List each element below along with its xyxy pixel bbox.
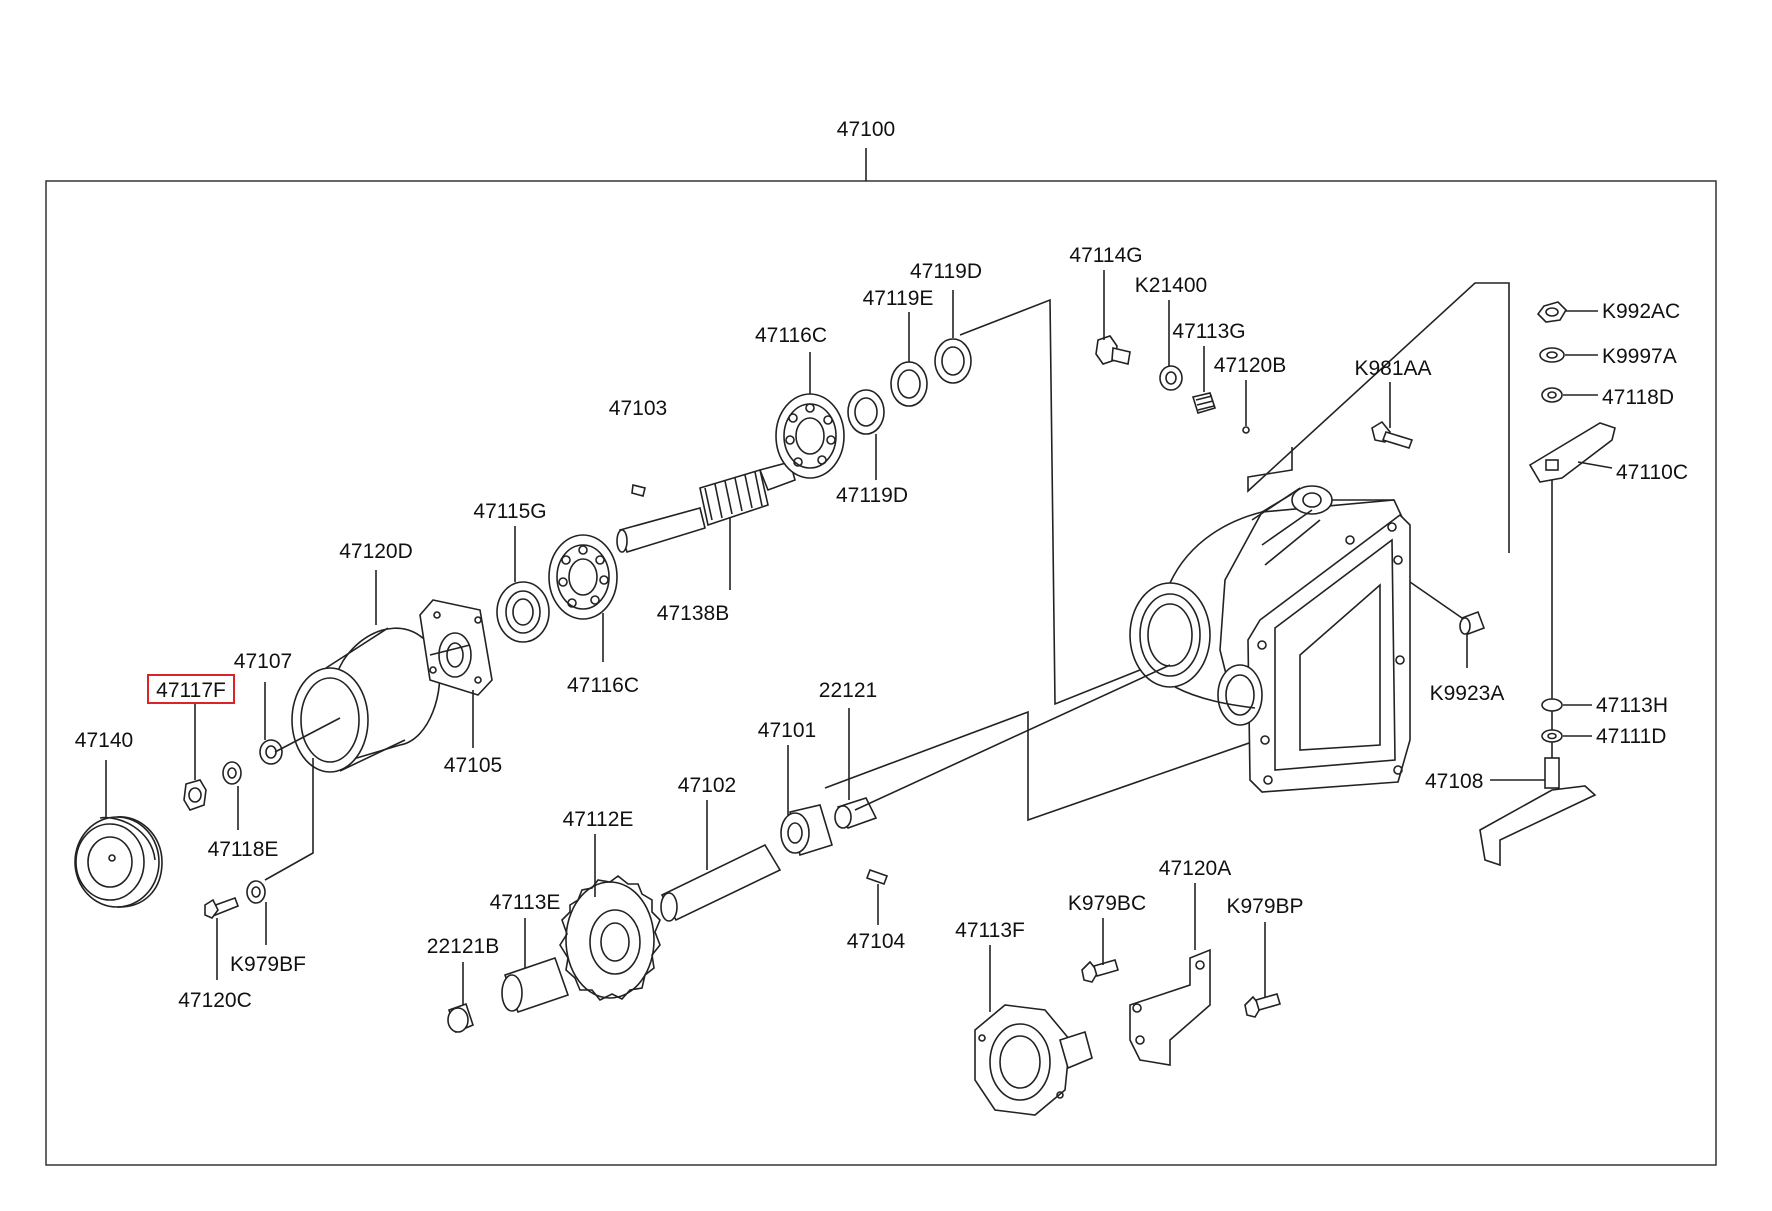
part-label-47120C[interactable]: 47120C	[178, 989, 252, 1012]
spring-47113G	[1191, 392, 1217, 414]
part-label-47116C-low[interactable]: 47116C	[567, 674, 639, 697]
pin-47102	[660, 843, 782, 922]
part-label-K979BP[interactable]: K979BP	[1226, 895, 1303, 918]
connector-line-cover	[264, 758, 314, 881]
lever-47110C	[1528, 422, 1616, 483]
assembly-frame	[45, 180, 1717, 1166]
washer-47111D	[1541, 729, 1563, 743]
dowel-K9923A	[1459, 610, 1486, 636]
bolt-K981AA	[1371, 420, 1414, 449]
part-label-47107[interactable]: 47107	[234, 650, 292, 673]
flange-47105	[419, 599, 493, 696]
part-label-K979BC[interactable]: K979BC	[1068, 892, 1146, 915]
part-label-47138B[interactable]: 47138B	[657, 602, 729, 625]
bolt-47120C	[204, 896, 240, 919]
highlight-box-47117F	[147, 674, 235, 704]
washer-K21400	[1159, 365, 1183, 391]
washer-K9997A	[1539, 347, 1565, 363]
part-label-47105[interactable]: 47105	[444, 754, 502, 777]
connector-line-pin	[854, 664, 1171, 811]
part-label-K979BF[interactable]: K979BF	[230, 953, 306, 976]
cover-47120D	[291, 627, 441, 773]
part-label-22121B[interactable]: 22121B	[427, 935, 499, 958]
part-label-47140[interactable]: 47140	[75, 729, 133, 752]
part-label-K992AC[interactable]: K992AC	[1602, 300, 1680, 323]
part-label-47120A[interactable]: 47120A	[1159, 857, 1231, 880]
washer-K979BF	[246, 880, 266, 904]
shim-47119E	[890, 361, 928, 407]
part-label-47111D[interactable]: 47111D	[1596, 725, 1666, 748]
part-label-47102[interactable]: 47102	[678, 774, 736, 797]
bolt-K979BC	[1081, 959, 1119, 983]
thrust-washer-47101	[780, 804, 833, 857]
part-label-47119E[interactable]: 47119E	[863, 287, 934, 310]
shaft-lever-47108	[1479, 480, 1597, 867]
retainer-47113F	[974, 1004, 1093, 1116]
seal-47115G	[496, 581, 550, 643]
part-label-22121[interactable]: 22121	[819, 679, 877, 702]
washer-47118D	[1541, 387, 1563, 403]
zigzag-line-lower	[824, 710, 1296, 822]
part-label-47112E[interactable]: 47112E	[563, 808, 634, 831]
key-47103	[631, 484, 646, 497]
part-label-47100[interactable]: 47100	[837, 118, 895, 141]
part-label-K21400[interactable]: K21400	[1135, 274, 1207, 297]
part-label-47113G[interactable]: 47113G	[1172, 320, 1245, 343]
part-label-47108[interactable]: 47108	[1425, 770, 1483, 793]
part-label-47120B[interactable]: 47120B	[1214, 354, 1286, 377]
connector-line-flange	[429, 644, 471, 656]
bearing-47116C-upper	[775, 393, 845, 479]
connector-line-cover-2	[274, 717, 341, 753]
washer-47118E	[222, 761, 242, 785]
sleeve-47113E	[501, 956, 570, 1014]
zigzag-line-housing	[1247, 282, 1510, 553]
part-label-47118E[interactable]: 47118E	[208, 838, 279, 861]
leader-47110C	[1577, 461, 1613, 469]
part-label-47101[interactable]: 47101	[758, 719, 816, 742]
part-label-47113F[interactable]: 47113F	[955, 919, 1025, 942]
pulley-47140	[74, 816, 163, 908]
part-label-47113H[interactable]: 47113H	[1596, 694, 1668, 717]
gear-47112E	[559, 874, 661, 1002]
part-label-K9923A[interactable]: K9923A	[1430, 682, 1505, 705]
nut-K992AC	[1536, 301, 1568, 323]
leader-47120B-dot	[1242, 426, 1250, 434]
part-label-47117F[interactable]: 47117F	[156, 679, 226, 702]
shim-47119D-top	[934, 338, 972, 384]
part-label-47110C[interactable]: 47110C	[1616, 461, 1688, 484]
zigzag-line-upper	[959, 298, 1171, 706]
housing-47100	[1129, 485, 1411, 793]
plug-47114G	[1095, 335, 1131, 365]
part-label-47119D-mid[interactable]: 47119D	[836, 484, 908, 507]
shim-47119D-mid	[847, 389, 885, 435]
part-label-K9997A[interactable]: K9997A	[1602, 345, 1677, 368]
shaft-47138B	[616, 461, 796, 553]
nut-47117F	[183, 779, 207, 811]
screw-47104	[865, 868, 889, 886]
washer-47107	[259, 739, 283, 765]
part-label-47119D-top[interactable]: 47119D	[910, 260, 982, 283]
part-label-47120D[interactable]: 47120D	[339, 540, 413, 563]
bushing-22121B	[447, 1002, 474, 1034]
connector-line-dowel	[1409, 581, 1463, 619]
part-label-47103[interactable]: 47103	[609, 397, 667, 420]
part-label-K981AA[interactable]: K981AA	[1354, 357, 1431, 380]
bolt-K979BP	[1244, 993, 1281, 1018]
part-label-47114G[interactable]: 47114G	[1069, 244, 1142, 267]
bearing-47116C-lower	[548, 534, 618, 620]
part-label-47115G[interactable]: 47115G	[473, 500, 546, 523]
part-label-47113E[interactable]: 47113E	[490, 891, 561, 914]
oring-47113H	[1541, 698, 1563, 712]
part-label-47104[interactable]: 47104	[847, 930, 906, 953]
bracket-47120A	[1129, 948, 1211, 1066]
part-label-47116C-top[interactable]: 47116C	[755, 324, 827, 347]
part-label-47118D[interactable]: 47118D	[1602, 386, 1674, 409]
